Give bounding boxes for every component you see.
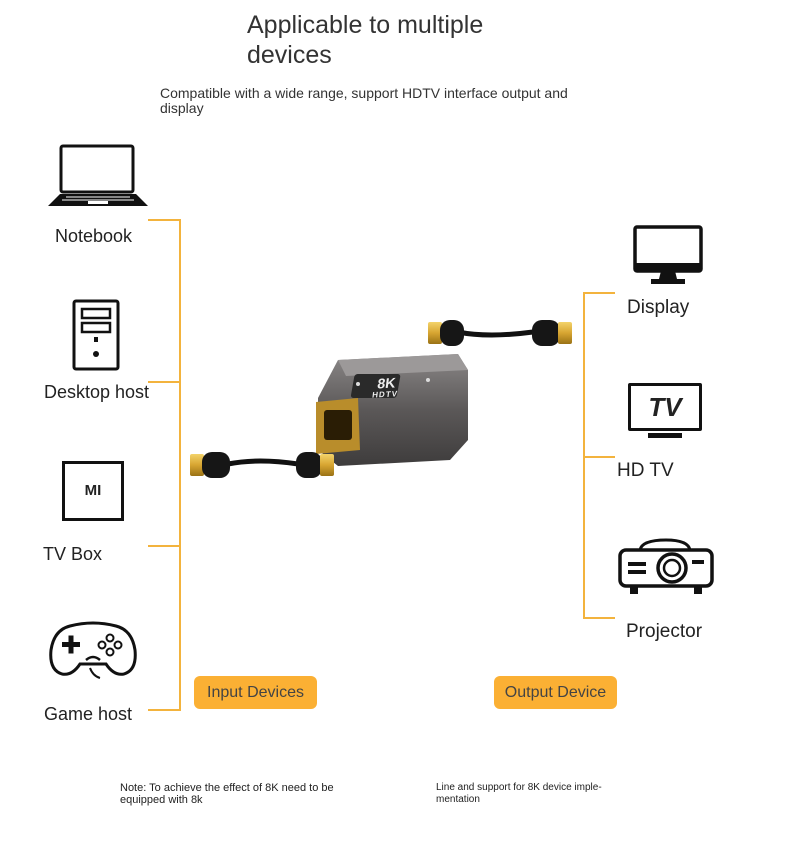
input-bracket-tick <box>148 219 181 221</box>
game-host-label: Game host <box>44 704 133 724</box>
gamepad-icon <box>48 618 138 682</box>
page-subtitle: Compatible with a wide range, support HD… <box>160 85 568 116</box>
mi-badge: MI <box>84 482 102 499</box>
laptop-icon <box>46 144 150 210</box>
output-bracket-tick <box>583 456 615 458</box>
input-devices-label: Input Devices <box>194 676 317 709</box>
tv-badge: TV <box>648 392 682 422</box>
tv-box-label: TV Box <box>43 544 103 564</box>
desktop-host-label: Desktop host <box>44 382 150 402</box>
output-bracket-tick <box>583 617 615 619</box>
output-device-label: Output Device <box>494 676 617 709</box>
monitor-icon <box>633 225 703 287</box>
note-left: Note: To achieve the effect of 8K need t… <box>120 782 334 806</box>
input-bracket-spine <box>179 219 181 711</box>
tv-box-icon: MI <box>62 461 124 521</box>
hdmi-adapter-illustration: 8K HDTV <box>188 310 588 500</box>
notebook-label: Notebook <box>55 226 133 246</box>
desktop-tower-icon <box>72 299 120 371</box>
display-label: Display <box>627 297 690 318</box>
projector-icon <box>618 538 714 598</box>
input-bracket-tick <box>148 545 181 547</box>
hd-tv-label: HD TV <box>617 460 674 481</box>
tv-icon: TV <box>628 383 702 441</box>
input-bracket-tick <box>148 381 181 383</box>
input-bracket-tick <box>148 709 181 711</box>
output-bracket-tick <box>583 292 615 294</box>
output-bracket-spine <box>583 292 585 619</box>
page-title: Applicable to multiple devices <box>247 11 484 69</box>
projector-label: Projector <box>626 621 703 642</box>
note-right: Line and support for 8K device imple- me… <box>436 782 602 805</box>
